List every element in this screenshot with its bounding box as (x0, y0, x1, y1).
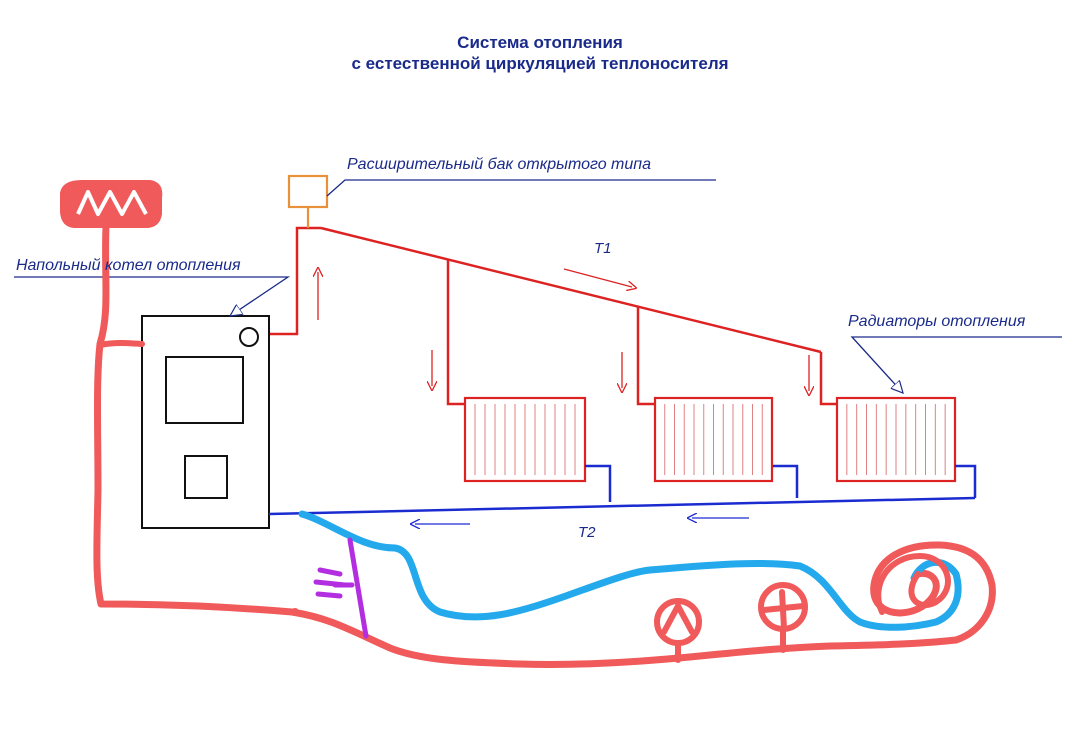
boiler-label: Напольный котел отопления (16, 257, 241, 274)
diagram-title-line2: с естественной циркуляцией теплоносителя (351, 54, 729, 73)
boiler-leader-line (14, 276, 291, 316)
floor-heating-coil-icon (875, 552, 951, 615)
tank-leader-line (326, 179, 716, 197)
marker-dot (291, 608, 299, 616)
diagram-title-line1: Система отопления (457, 33, 623, 52)
pump-icon (758, 582, 808, 653)
boiler-icon (141, 315, 270, 529)
radiator-icon (835, 396, 957, 483)
radiators-label: Радиаторы отопления (848, 313, 1026, 330)
radiators-leader-line (850, 336, 1062, 393)
arrow-icon (563, 268, 632, 287)
collector-icon (60, 180, 163, 228)
pump-icon (654, 598, 702, 663)
marker-floor-heating-loop (298, 510, 962, 631)
supply-label-t1: T1 (594, 240, 612, 257)
marker-boiler-link (97, 340, 145, 348)
expansion-tank-icon (287, 174, 329, 228)
supply-pipe-t1 (270, 226, 837, 406)
radiators (463, 396, 957, 483)
return-pipe-t2 (268, 464, 977, 516)
radiator-icon (653, 396, 774, 483)
marker-supply-loop (93, 222, 996, 669)
valve-icon (313, 537, 369, 639)
return-flow-arrows (415, 518, 749, 524)
expansion-tank-label: Расширительный бак открытого типа (347, 156, 651, 173)
supply-flow-arrows (318, 269, 809, 391)
return-label-t2: T2 (578, 524, 596, 541)
radiator-icon (463, 396, 587, 483)
